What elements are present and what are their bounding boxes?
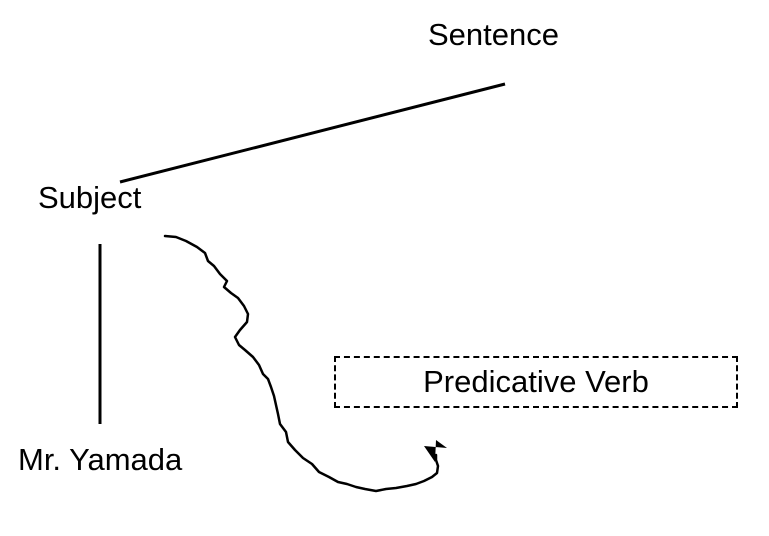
mr-yamada-node: Mr. Yamada <box>18 442 183 477</box>
subject-node: Subject <box>38 180 142 215</box>
predicative-verb-box: Predicative Verb <box>334 356 738 408</box>
sentence-subject-edge <box>119 82 506 184</box>
predicative-verb-node: Predicative Verb <box>423 364 649 399</box>
subject-to-verb-wavy-arrow <box>163 234 440 493</box>
arrowhead-icon <box>424 440 447 462</box>
sentence-node: Sentence <box>428 17 559 52</box>
